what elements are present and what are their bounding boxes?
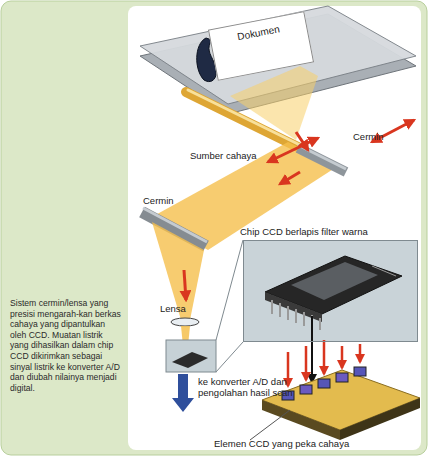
light-source-tube xyxy=(186,92,304,150)
ccd-element xyxy=(336,373,348,382)
caption-text: Sistem cermin/lensa yang presisi mengara… xyxy=(10,298,122,393)
zoom-arrow xyxy=(311,316,313,382)
light-arrow xyxy=(323,340,326,374)
tube-highlight xyxy=(188,90,302,146)
zoom-leader xyxy=(216,240,243,340)
document-title: Dokumen xyxy=(210,18,306,47)
board-side xyxy=(262,400,340,440)
leader-line xyxy=(250,410,290,440)
ccd-zoom-frame xyxy=(166,340,216,372)
output-arrow xyxy=(172,374,194,412)
part-label: Elemen CCD yang peka cahaya xyxy=(214,438,404,449)
board-side xyxy=(340,398,420,440)
ccd-element xyxy=(354,367,366,376)
part-label: Cermin xyxy=(143,195,203,206)
light-arrows xyxy=(288,340,360,386)
part-label: Cermin xyxy=(353,131,413,142)
mirror xyxy=(298,148,346,172)
lens-symbol xyxy=(171,318,199,326)
signal-note: ke konverter A/D dan pengolahan hasil sc… xyxy=(198,376,306,398)
zoom-inset: Chip CCD berlapis filter warna xyxy=(243,240,418,342)
inset-heading: Chip CCD berlapis filter warna xyxy=(240,226,368,237)
chip-side xyxy=(265,292,322,322)
light-arrow xyxy=(305,346,308,380)
light-arrow xyxy=(359,344,362,362)
part-label: Lensa xyxy=(160,303,200,314)
light-beam xyxy=(152,222,204,320)
ccd-element xyxy=(318,379,330,388)
ccd-element xyxy=(300,385,312,394)
motion-arrow xyxy=(268,138,318,162)
document-sheet: Dokumen xyxy=(208,11,314,81)
zoom-leader xyxy=(216,342,243,372)
light-arrow xyxy=(341,346,344,368)
light-beam xyxy=(230,66,318,140)
chip-window xyxy=(291,262,378,300)
illustration-area xyxy=(128,6,421,450)
inset-fill xyxy=(243,240,418,342)
part-label: Sumber cahaya xyxy=(190,150,280,161)
ccd-chip xyxy=(172,352,208,368)
light-arrow xyxy=(184,270,186,300)
light-arrow xyxy=(287,352,290,386)
light-arrow xyxy=(280,172,300,184)
inset-pointer xyxy=(372,266,396,276)
mirror-face xyxy=(298,145,346,169)
